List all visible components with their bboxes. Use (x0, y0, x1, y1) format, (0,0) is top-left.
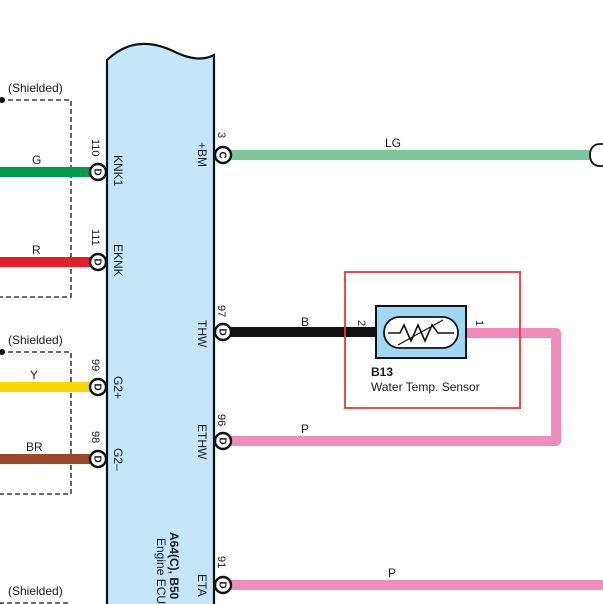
signal-label: EKNK (111, 244, 125, 277)
pin-number: 98 (89, 431, 101, 443)
shield-ground-dot-2 (0, 349, 5, 355)
pin-thw[interactable]: D 97 THW B (195, 305, 309, 348)
pin-g2-minus[interactable]: D 98 G2– BR (26, 431, 125, 471)
sensor-pin-left: 2 (355, 320, 367, 326)
ecu-name: Engine ECU (154, 538, 168, 604)
shield-outline-3 (0, 602, 71, 604)
pin-eknk[interactable]: D 111 EKNK R (32, 229, 125, 277)
connector-letter: D (217, 582, 228, 589)
connector-letter: C (217, 152, 228, 159)
connector-circle[interactable] (213, 575, 233, 595)
wires (0, 150, 603, 590)
shield-label-2: (Shielded) (8, 333, 63, 347)
pin-number: 111 (89, 229, 101, 246)
lg-connector-stub (589, 143, 603, 167)
sensor-id: B13 (371, 365, 393, 379)
wire-label: Y (30, 368, 38, 382)
signal-label: G2+ (111, 376, 125, 399)
connector-letter: D (92, 169, 103, 176)
pin-knk1[interactable]: D 110 KNK1 G (32, 139, 125, 187)
wire-p-ethw[interactable] (228, 328, 561, 446)
ecu-body (107, 43, 214, 604)
connector-circle[interactable] (213, 322, 233, 342)
ecu-part-id: A64(C), B50 (167, 532, 181, 600)
ecu-outline (105, 42, 216, 604)
signal-label: ETHW (195, 424, 209, 460)
wire-label: P (388, 566, 396, 580)
connector-letter: D (92, 259, 103, 266)
pin-eta[interactable]: D 91 ETA P (195, 556, 396, 596)
shield-group-3: (Shielded) (0, 584, 71, 604)
sensor-pin-right: 1 (473, 320, 485, 326)
shield-group-1: (Shielded) (0, 81, 72, 298)
pin-plus-bm[interactable]: C 3 +BM LG (195, 132, 401, 167)
signal-label: +BM (195, 142, 209, 167)
pin-number: 96 (215, 414, 227, 426)
shield-label-1: (Shielded) (8, 81, 63, 95)
connector-letter: D (92, 456, 103, 463)
pin-number: 97 (215, 305, 227, 317)
wire-label: R (32, 243, 41, 257)
connector-letter: D (217, 329, 228, 336)
sensor-highlight-box (344, 271, 521, 409)
pin-ethw[interactable]: D 96 ETHW P (195, 414, 309, 460)
connector-circle[interactable] (213, 145, 233, 165)
connector-circle[interactable] (213, 431, 233, 451)
shield-outline-1 (0, 99, 72, 298)
connector-circle[interactable] (88, 377, 108, 397)
engine-ecu[interactable]: A64(C), B50 Engine ECU (105, 42, 216, 604)
signal-label: ETA (195, 574, 209, 596)
connector-circle[interactable] (88, 162, 108, 182)
pin-g2-plus[interactable]: D 99 G2+ Y (30, 359, 125, 399)
connector-letter: D (217, 438, 228, 445)
sensor-name: Water Temp. Sensor (371, 380, 480, 394)
resistor-icon (388, 323, 454, 343)
connector-letter: D (92, 384, 103, 391)
shield-outline-2 (0, 351, 72, 495)
wire-label: LG (385, 136, 401, 150)
pin-number: 99 (89, 359, 101, 371)
connector-circle[interactable] (88, 252, 108, 272)
thermistor-slash (397, 319, 444, 346)
wire-label: BR (26, 440, 43, 454)
connector-circle[interactable] (88, 449, 108, 469)
wire-label: G (32, 153, 41, 167)
pin-number: 3 (215, 132, 227, 138)
wire-label: B (301, 315, 309, 329)
shield-group-2: (Shielded) (0, 333, 72, 495)
water-temp-sensor[interactable]: 2 1 B13 Water Temp. Sensor (344, 271, 521, 409)
shield-label-3: (Shielded) (8, 584, 63, 598)
shield-ground-dot-1 (0, 97, 5, 103)
wire-label: P (301, 422, 309, 436)
signal-label: KNK1 (111, 155, 125, 187)
signal-label: G2– (111, 448, 125, 471)
pin-number: 91 (215, 556, 227, 568)
pin-number: 110 (89, 139, 101, 157)
signal-label: THW (195, 320, 209, 348)
